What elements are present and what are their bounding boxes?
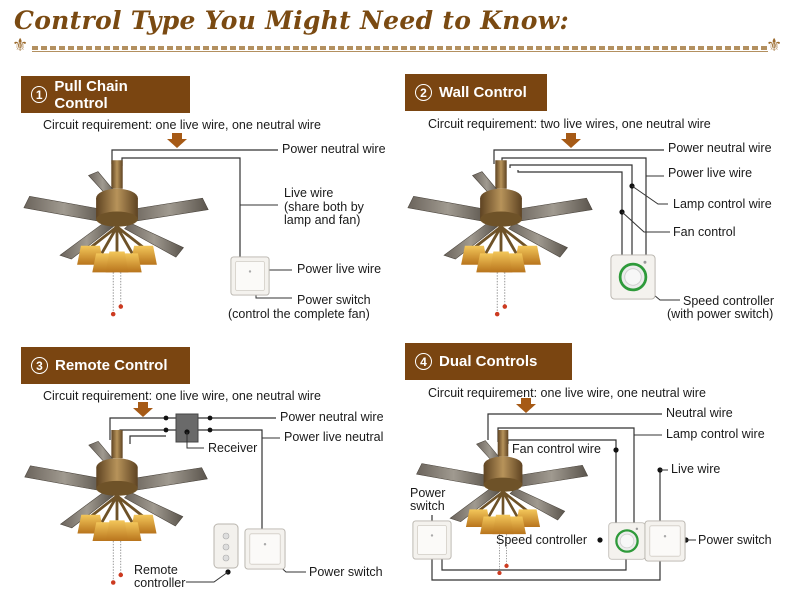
panel-number-badge: 1 — [31, 86, 48, 103]
title-divider — [32, 46, 768, 52]
wall-switch-icon — [412, 520, 452, 560]
fan-control-wire-label: Fan control wire — [512, 442, 601, 456]
power-neutral-wire-label: Power neutral wire — [282, 142, 386, 156]
speed-controller-note: (with power switch) — [667, 307, 774, 321]
fleur-de-lis-icon: ⚜ — [766, 35, 783, 56]
power-switch-label: Power switch — [309, 565, 383, 579]
neutral-wire — [493, 149, 664, 164]
circuit-requirement: Circuit requirement: one live wire, one … — [43, 389, 321, 403]
neutral-wire — [109, 417, 276, 440]
lamp-control-wire-label: Lamp control wire — [673, 197, 772, 211]
circuit-requirement: Circuit requirement: one live wire, one … — [43, 118, 321, 132]
power-switch-right-label: Power switch — [698, 533, 772, 547]
power-neutral-wire-label: Power neutral wire — [668, 141, 772, 155]
circuit-requirement: Circuit requirement: two live wires, one… — [428, 117, 711, 131]
panel-heading: Remote Control — [55, 357, 168, 374]
speed-controller-label: Speed controller — [683, 294, 775, 308]
down-arrow-icon — [133, 402, 153, 417]
panel-number-badge: 2 — [415, 84, 432, 101]
wall-switch-icon — [644, 520, 686, 562]
live-wire-label-line3: lamp and fan) — [284, 213, 361, 227]
neutral-wire — [487, 413, 662, 440]
power-switch-note: (control the complete fan) — [228, 307, 370, 321]
lamp-control-wire-label: Lamp control wire — [666, 427, 765, 441]
power-live-wire-label: Power live wire — [668, 166, 753, 180]
circuit-requirement: Circuit requirement: one live wire, one … — [428, 386, 706, 400]
down-arrow-icon — [167, 133, 187, 148]
lamp-control-wire — [509, 164, 633, 262]
down-arrow-icon — [561, 133, 581, 148]
power-neutral-wire-label: Power neutral wire — [280, 410, 384, 424]
neutral-wire — [111, 149, 278, 164]
fleur-de-lis-icon: ⚜ — [12, 35, 29, 56]
power-switch-left-label-line1: Power — [410, 486, 446, 500]
speed-controller-icon — [608, 522, 646, 560]
live-wire-label-line2: (share both by — [284, 200, 364, 214]
panel-number-badge: 3 — [31, 357, 48, 374]
remote-controller-label-line1: Remote — [134, 563, 178, 577]
live-wire-label-line1: Live wire — [284, 186, 334, 200]
neutral-wire-label: Neutral wire — [666, 406, 733, 420]
panel-header: 1 Pull Chain Control — [21, 76, 190, 113]
power-switch-left-label-line2: switch — [410, 499, 445, 513]
power-live-wire-label: Power live wire — [297, 262, 382, 276]
panel-heading: Wall Control — [439, 84, 527, 101]
power-live-neutral-label: Power live neutral — [284, 430, 384, 444]
down-arrow-icon — [516, 398, 536, 413]
receiver-label: Receiver — [208, 441, 258, 455]
speed-controller-label: Speed controller — [496, 533, 588, 547]
live-wire-label: Live wire — [671, 462, 721, 476]
panel-header: 4 Dual Controls — [405, 343, 572, 380]
remote-controller-label-line2: controller — [134, 576, 186, 590]
fan-control-wire — [517, 170, 623, 262]
panel-heading: Dual Controls — [439, 353, 538, 370]
panel-header: 3 Remote Control — [21, 347, 190, 384]
power-switch-label: Power switch — [297, 293, 371, 307]
page-title: Control Type You Might Need to Know: — [14, 6, 570, 35]
panel-number-badge: 4 — [415, 353, 432, 370]
fan-control-label: Fan control — [673, 225, 736, 239]
panel-heading: Pull Chain Control — [54, 77, 128, 112]
panel-header: 2 Wall Control — [405, 74, 547, 111]
